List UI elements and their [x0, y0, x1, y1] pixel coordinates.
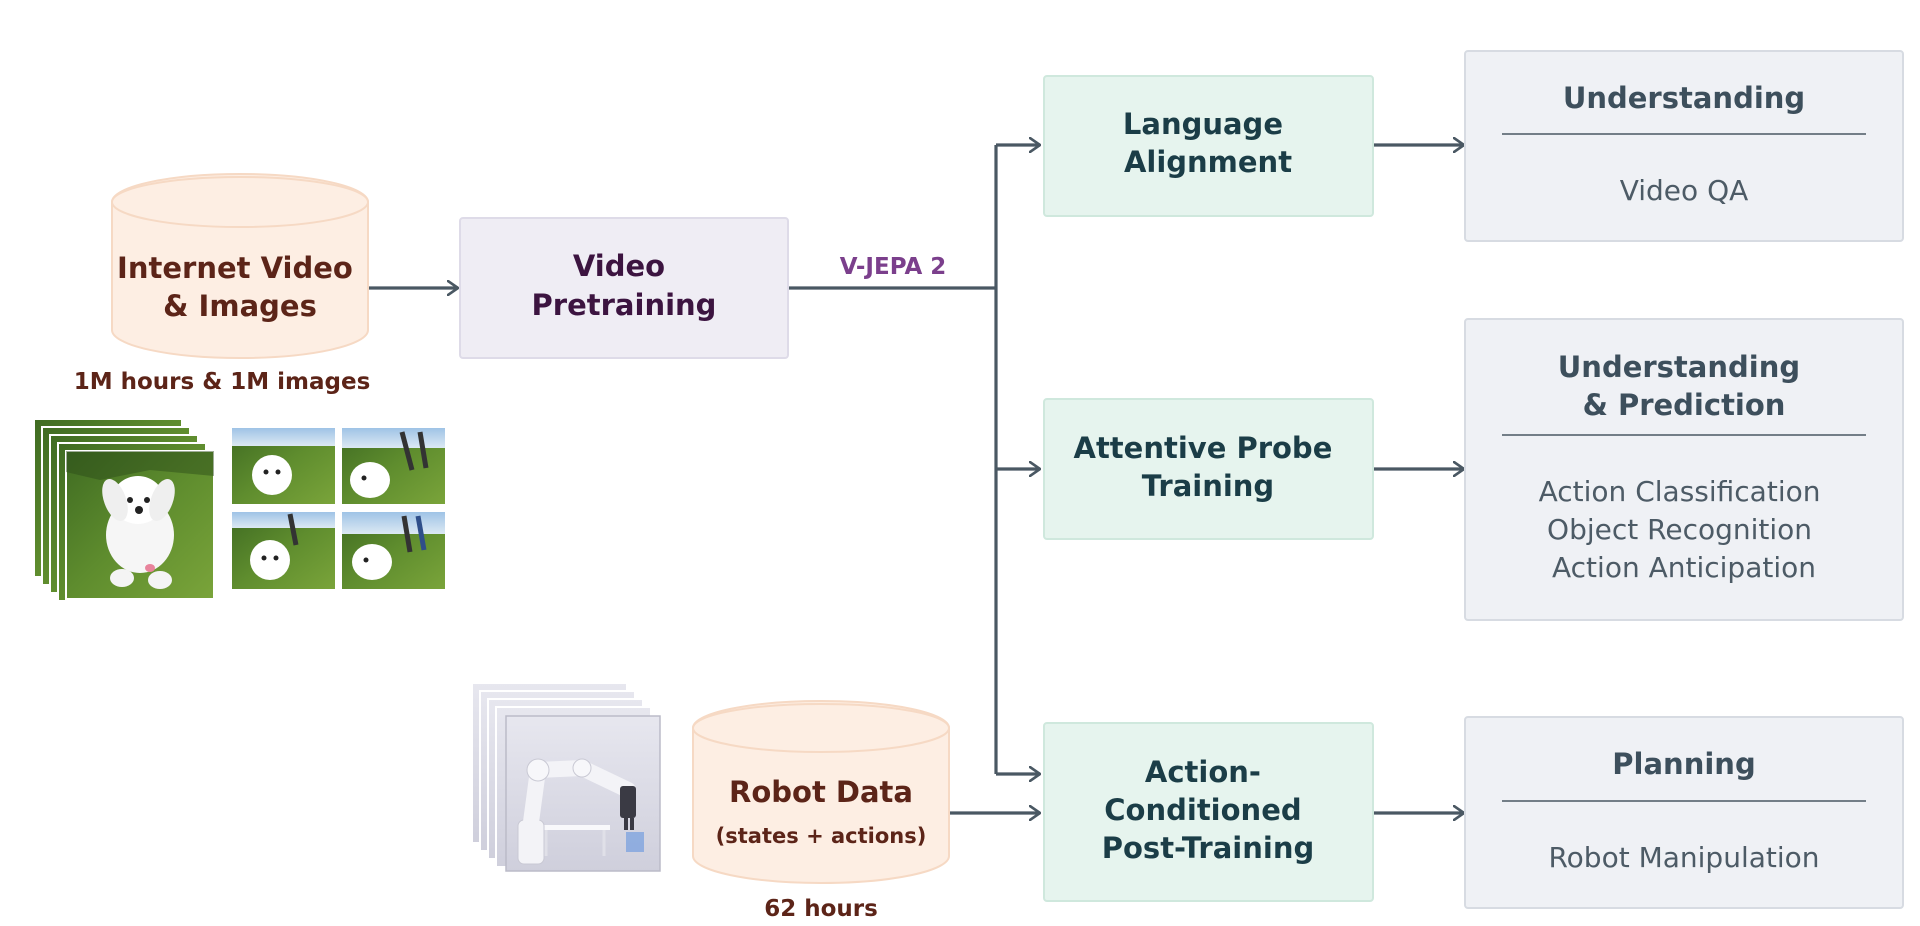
- dog-video-frames-image: [33, 418, 215, 602]
- outcome-item: Video QA: [1620, 174, 1749, 207]
- internet-cylinder-top: [111, 176, 369, 228]
- outcome-heading-line: Planning: [1612, 747, 1755, 781]
- robot-data-source: Robot Data (states + actions) 62 hours: [692, 700, 950, 922]
- model-label-vjepa2: V-JEPA 2: [840, 254, 947, 280]
- dog-image-grid-image: [232, 428, 445, 589]
- outcome-heading-line: Understanding: [1558, 350, 1800, 384]
- internet-source-title-line-1: Internet Video: [117, 251, 353, 285]
- outcome-item: Action Anticipation: [1552, 551, 1816, 584]
- video-pretraining-title-line-2: Pretraining: [532, 288, 717, 322]
- internet-data-source: Internet Video & Images 1M hours & 1M im…: [74, 173, 371, 395]
- stage-language-alignment-title: Language Alignment: [1123, 107, 1293, 179]
- outcome-understanding-prediction: Understanding & Prediction Action Classi…: [1464, 318, 1904, 621]
- stage-title-line: Post-Training: [1102, 831, 1314, 865]
- robot-source-title: Robot Data: [729, 775, 913, 809]
- robot-arm-video-frames-image: [471, 682, 661, 872]
- outcome-item: Action Classification: [1539, 475, 1821, 508]
- outcome-understanding: Understanding Video QA: [1464, 50, 1904, 242]
- stage-language-alignment: Language Alignment: [1043, 75, 1374, 217]
- outcome-items: Robot Manipulation: [1548, 841, 1819, 874]
- connectors: [368, 145, 1464, 813]
- stage-title-line: Action-: [1145, 755, 1261, 789]
- outcome-items: Action Classification Object Recognition…: [1539, 475, 1830, 584]
- internet-source-title-line-2: & Images: [163, 289, 317, 323]
- outcome-planning: Planning Robot Manipulation: [1464, 716, 1904, 909]
- stage-title-line: Alignment: [1124, 145, 1292, 179]
- stage-title-line: Language: [1123, 107, 1283, 141]
- outcome-items: Video QA: [1620, 174, 1749, 207]
- outcome-heading: Understanding: [1563, 81, 1805, 115]
- outcome-heading: Planning: [1612, 747, 1755, 781]
- stage-attentive-probe-training: Attentive Probe Training: [1043, 398, 1374, 540]
- stage-action-conditioned-post-training: Action- Conditioned Post-Training: [1043, 722, 1374, 902]
- internet-source-title: Internet Video & Images: [117, 251, 363, 323]
- video-pretraining-box: Video Pretraining: [459, 217, 789, 359]
- outcome-heading-line: & Prediction: [1583, 388, 1786, 422]
- robot-cylinder-top: [692, 703, 950, 753]
- robot-source-caption: 62 hours: [764, 896, 878, 922]
- internet-source-caption: 1M hours & 1M images: [74, 369, 371, 395]
- stage-attentive-probe-title: Attentive Probe Training: [1074, 431, 1343, 503]
- stage-title-line: Conditioned: [1104, 793, 1301, 827]
- outcome-heading-line: Understanding: [1563, 81, 1805, 115]
- outcome-item: Robot Manipulation: [1548, 841, 1819, 874]
- stage-action-conditioned-title: Action- Conditioned Post-Training: [1102, 755, 1314, 865]
- stage-title-line: Attentive Probe: [1074, 431, 1333, 465]
- video-pretraining-title: Video Pretraining: [532, 249, 717, 322]
- outcome-item: Object Recognition: [1547, 513, 1812, 546]
- stage-title-line: Training: [1142, 469, 1274, 503]
- outcome-heading: Understanding & Prediction: [1558, 350, 1810, 422]
- video-pretraining-title-line-1: Video: [573, 249, 665, 283]
- robot-source-subtitle: (states + actions): [716, 824, 927, 848]
